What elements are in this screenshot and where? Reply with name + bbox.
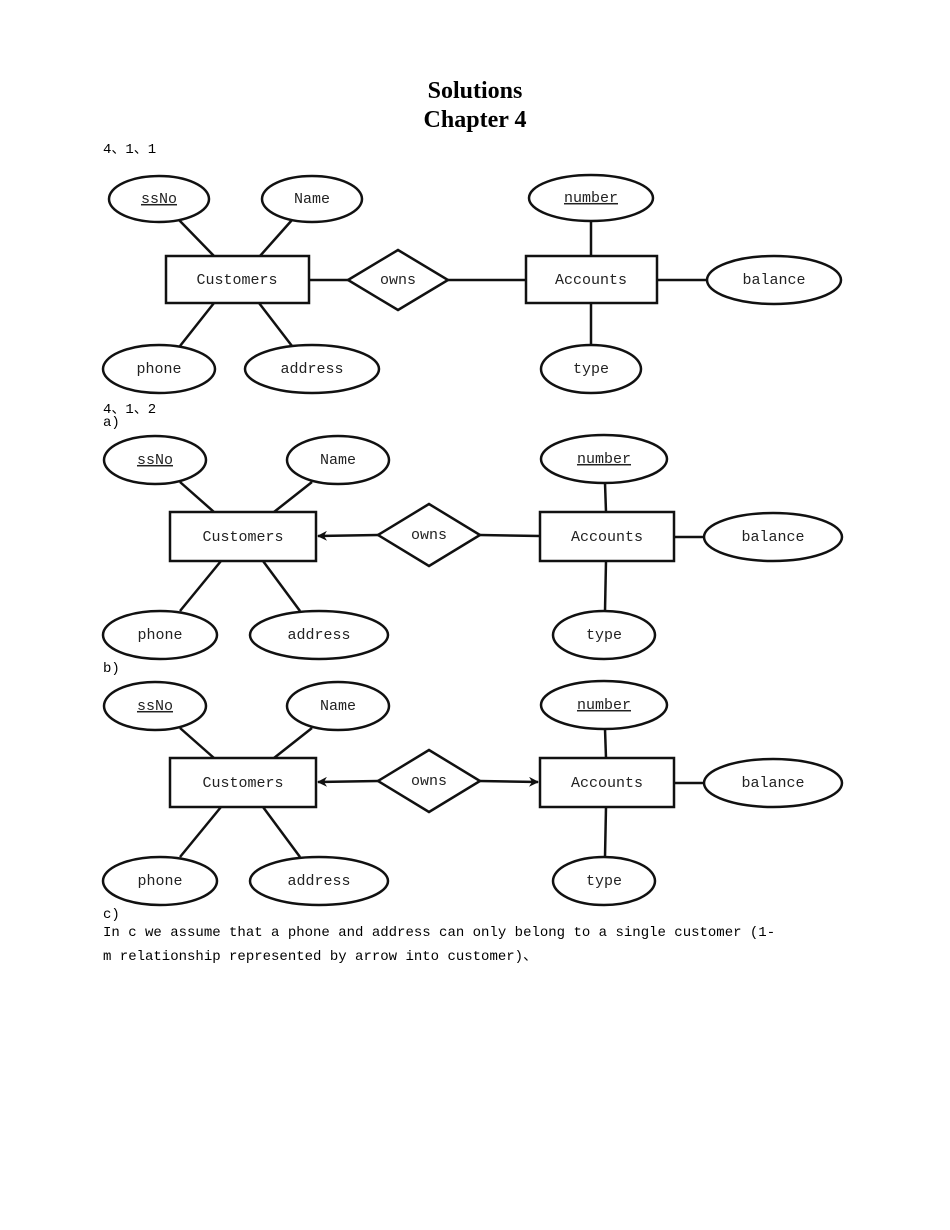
attribute-name: Name bbox=[285, 680, 391, 732]
attribute-ssno: ssNo bbox=[102, 434, 208, 486]
diagram-label: phone bbox=[136, 361, 181, 378]
diagram-label: address bbox=[287, 873, 350, 890]
attribute-phone: phone bbox=[101, 855, 219, 907]
diagram-label: Name bbox=[294, 191, 330, 208]
attribute-number: number bbox=[539, 679, 669, 731]
diagram-label: owns bbox=[411, 773, 447, 790]
section-b: b) bbox=[103, 661, 120, 677]
entity-accounts: Accounts bbox=[538, 756, 676, 809]
attribute-address: address bbox=[248, 609, 390, 661]
attribute-balance: balance bbox=[705, 254, 843, 306]
diagram-label: address bbox=[287, 627, 350, 644]
diagram-label: Name bbox=[320, 452, 356, 469]
entity-customers: Customers bbox=[164, 254, 311, 305]
diagram-label: Customers bbox=[202, 775, 283, 792]
diagram-label: Name bbox=[320, 698, 356, 715]
diagram-label: balance bbox=[742, 272, 805, 289]
diagram-label: phone bbox=[137, 627, 182, 644]
attribute-address: address bbox=[243, 343, 381, 395]
note-line-2: m relationship represented by arrow into… bbox=[103, 949, 538, 965]
section-4-1-2: 4、1、2 bbox=[103, 402, 157, 418]
entity-accounts: Accounts bbox=[524, 254, 659, 305]
diagram-label: Customers bbox=[202, 529, 283, 546]
attribute-name: Name bbox=[260, 174, 364, 224]
attribute-balance: balance bbox=[702, 757, 844, 809]
chapter-title: Chapter 4 bbox=[423, 107, 527, 133]
relationship-owns: owns bbox=[375, 748, 483, 814]
attribute-name: Name bbox=[285, 434, 391, 486]
diagram-label: Accounts bbox=[555, 272, 627, 289]
diagram-label: Accounts bbox=[571, 775, 643, 792]
diagram-label: ssNo bbox=[141, 191, 177, 208]
attribute-type: type bbox=[551, 855, 657, 907]
attribute-balance: balance bbox=[702, 511, 844, 563]
diagram-label: type bbox=[586, 627, 622, 644]
diagram-label: number bbox=[577, 451, 631, 468]
section-c: c) bbox=[103, 907, 120, 923]
attribute-number: number bbox=[527, 173, 655, 223]
diagram-label: phone bbox=[137, 873, 182, 890]
attribute-type: type bbox=[539, 343, 643, 395]
entity-accounts: Accounts bbox=[538, 510, 676, 563]
er-diagram-4-1-1: ssNo Name Customers owns Accounts number… bbox=[101, 173, 843, 395]
section-4-1-1: 4、1、1 bbox=[103, 142, 157, 158]
attribute-number: number bbox=[539, 433, 669, 485]
diagram-label: ssNo bbox=[137, 698, 173, 715]
entity-customers: Customers bbox=[168, 510, 318, 563]
attribute-ssno: ssNo bbox=[107, 174, 211, 224]
attribute-phone: phone bbox=[101, 343, 217, 395]
diagram-label: number bbox=[564, 190, 618, 207]
diagram-label: type bbox=[586, 873, 622, 890]
diagram-label: owns bbox=[380, 272, 416, 289]
attribute-ssno: ssNo bbox=[102, 680, 208, 732]
diagram-label: number bbox=[577, 697, 631, 714]
attribute-type: type bbox=[551, 609, 657, 661]
diagram-label: type bbox=[573, 361, 609, 378]
attribute-phone: phone bbox=[101, 609, 219, 661]
relationship-owns: owns bbox=[345, 248, 451, 312]
diagram-label: balance bbox=[741, 529, 804, 546]
section-a: a) bbox=[103, 415, 120, 431]
attribute-address: address bbox=[248, 855, 390, 907]
diagram-label: ssNo bbox=[137, 452, 173, 469]
diagram-label: address bbox=[280, 361, 343, 378]
er-diagram-b: ssNo Name Customers owns Accounts number… bbox=[101, 679, 844, 907]
diagram-label: Accounts bbox=[571, 529, 643, 546]
entity-customers: Customers bbox=[168, 756, 318, 809]
diagram-label: Customers bbox=[196, 272, 277, 289]
er-diagram-a: ssNo Name Customers owns Accounts number… bbox=[101, 433, 844, 661]
diagram-label: owns bbox=[411, 527, 447, 544]
page-title: Solutions bbox=[427, 78, 523, 104]
note-line-1: In c we assume that a phone and address … bbox=[103, 925, 776, 941]
relationship-owns: owns bbox=[375, 502, 483, 568]
diagram-label: balance bbox=[741, 775, 804, 792]
